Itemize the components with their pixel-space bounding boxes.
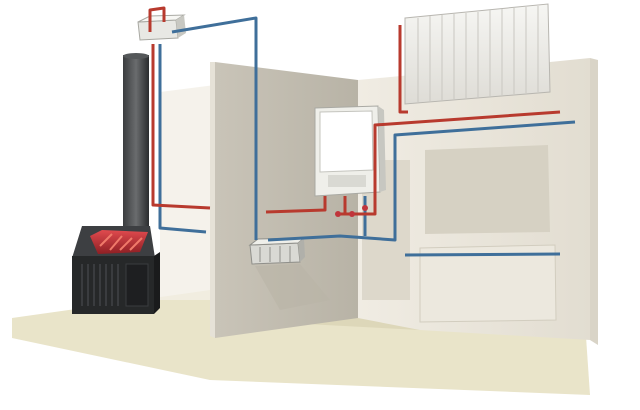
panel-radiator: [404, 3, 551, 105]
expansion-tank: [137, 14, 186, 41]
return-pipe: [158, 16, 576, 257]
wall-recess-upper: [425, 145, 550, 234]
circulation-pump-unit: [248, 237, 306, 265]
chimney-flue: [123, 55, 149, 235]
right-wall-side: [590, 58, 598, 345]
valve-icon: [335, 211, 341, 217]
supply-pipe: [148, 6, 561, 216]
partition-wall-edge: [210, 62, 215, 338]
valve-icon: [349, 211, 355, 217]
solid-fuel-stove: [72, 226, 160, 314]
wall-mounted-gas-boiler: [314, 105, 386, 197]
back-wall-left: [160, 85, 215, 300]
wall-recess-lower: [419, 244, 557, 323]
chimney-top: [123, 53, 149, 59]
valve-icon: [362, 205, 368, 211]
pump-shadow: [255, 264, 330, 310]
stove-grille: [81, 264, 119, 306]
